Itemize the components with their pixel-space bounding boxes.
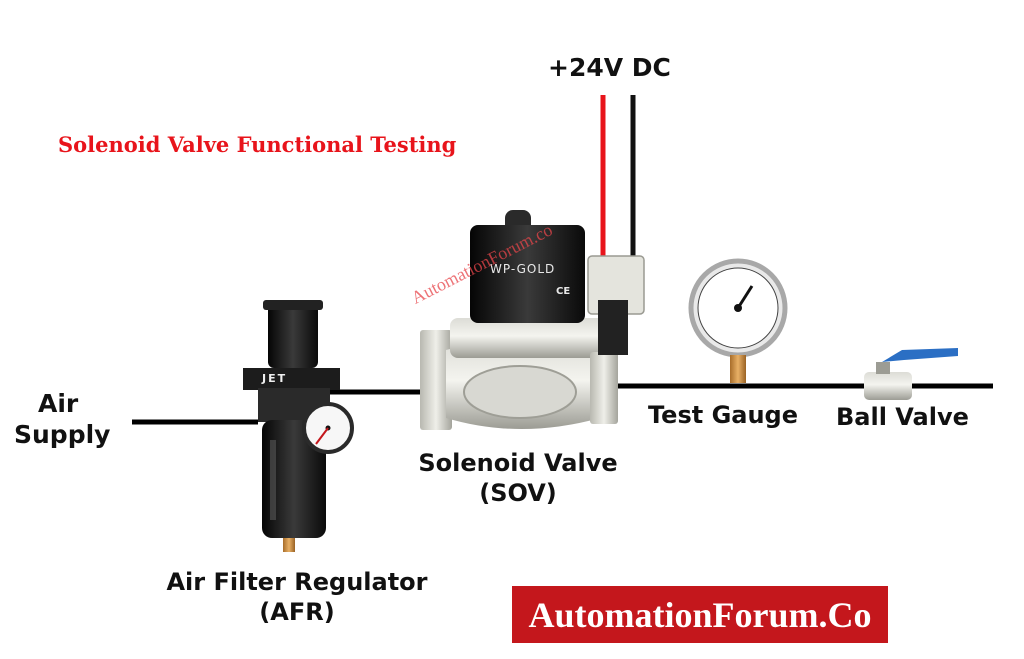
test-gauge-label: Test Gauge xyxy=(648,401,799,429)
afr-label-line1: Air Filter Regulator xyxy=(166,568,428,596)
power-label: +24V DC xyxy=(548,53,671,82)
sov-label-line1: Solenoid Valve xyxy=(418,449,618,477)
air-supply-line1: Air xyxy=(38,389,79,418)
air-filter-regulator xyxy=(243,300,354,552)
sov-label-line2: (SOV) xyxy=(479,479,557,507)
ball-valve-label: Ball Valve xyxy=(836,403,969,431)
diagram-title: Solenoid Valve Functional Testing xyxy=(58,132,457,157)
power-wires xyxy=(600,95,636,262)
afr-label: Air Filter Regulator (AFR) xyxy=(158,567,436,627)
afr-label-line2: (AFR) xyxy=(259,598,335,626)
ce-mark: CE xyxy=(556,286,571,297)
solenoid-valve xyxy=(420,210,645,430)
sov-label: Solenoid Valve (SOV) xyxy=(404,448,632,508)
ball-valve xyxy=(864,348,958,400)
afr-brand: JET xyxy=(262,372,288,385)
air-line xyxy=(132,383,993,425)
brand-banner: AutomationForum.Co xyxy=(512,586,888,643)
test-gauge xyxy=(688,258,788,383)
air-supply-line2: Supply xyxy=(14,420,111,450)
valve-coil-brand: WP-GOLD xyxy=(490,262,556,276)
air-supply-label: Air Supply xyxy=(14,388,110,451)
